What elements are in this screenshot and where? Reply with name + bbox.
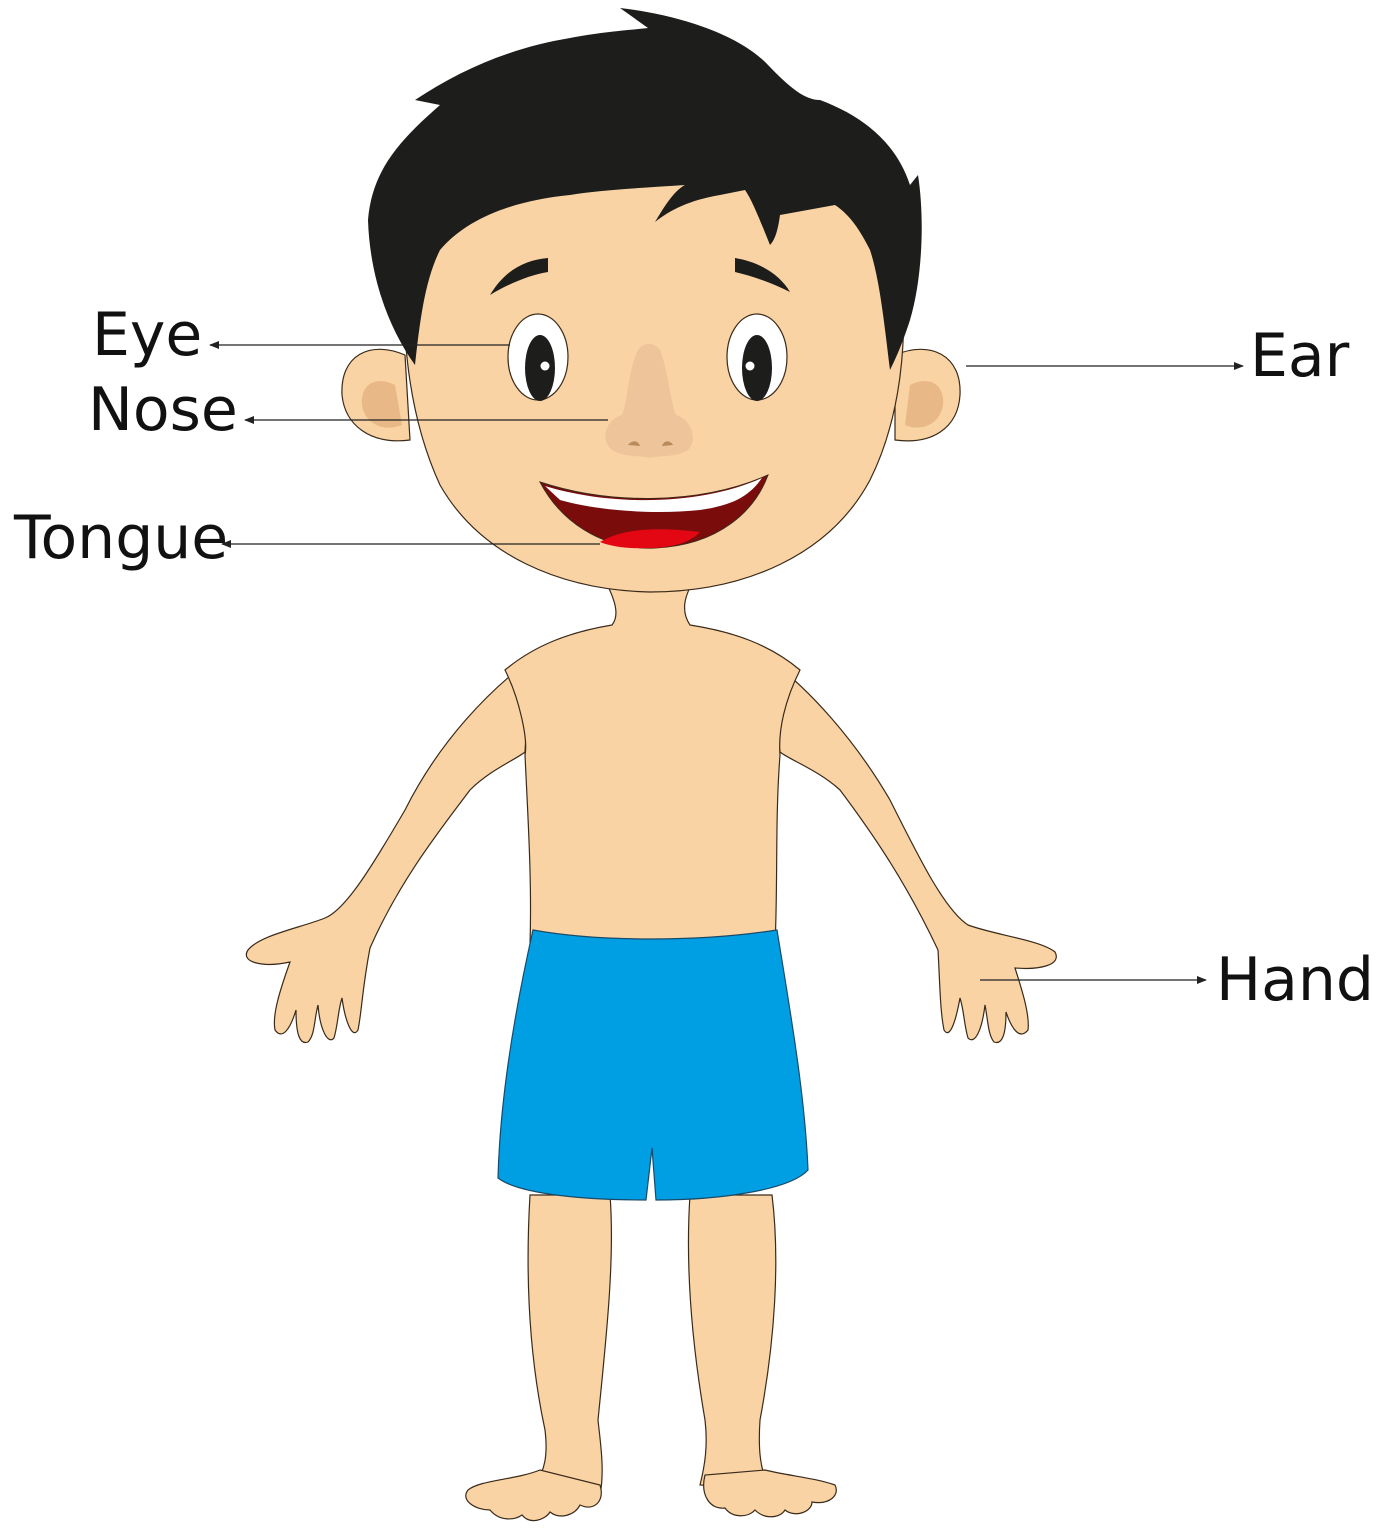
left-arm [246, 660, 530, 1043]
label-ear: Ear [1250, 326, 1349, 386]
label-hand: Hand [1216, 950, 1374, 1010]
label-tongue: Tongue [14, 508, 228, 568]
right-arm [770, 660, 1056, 1043]
label-eye: Eye [92, 305, 202, 365]
torso [505, 578, 800, 945]
left-ear [342, 349, 410, 440]
label-nose: Nose [88, 380, 238, 440]
left-eye [508, 314, 568, 401]
left-leg [528, 1195, 611, 1495]
right-leg [688, 1195, 775, 1490]
right-foot [704, 1470, 837, 1517]
shorts [498, 930, 808, 1200]
right-eye [727, 314, 787, 401]
right-ear [895, 349, 960, 441]
